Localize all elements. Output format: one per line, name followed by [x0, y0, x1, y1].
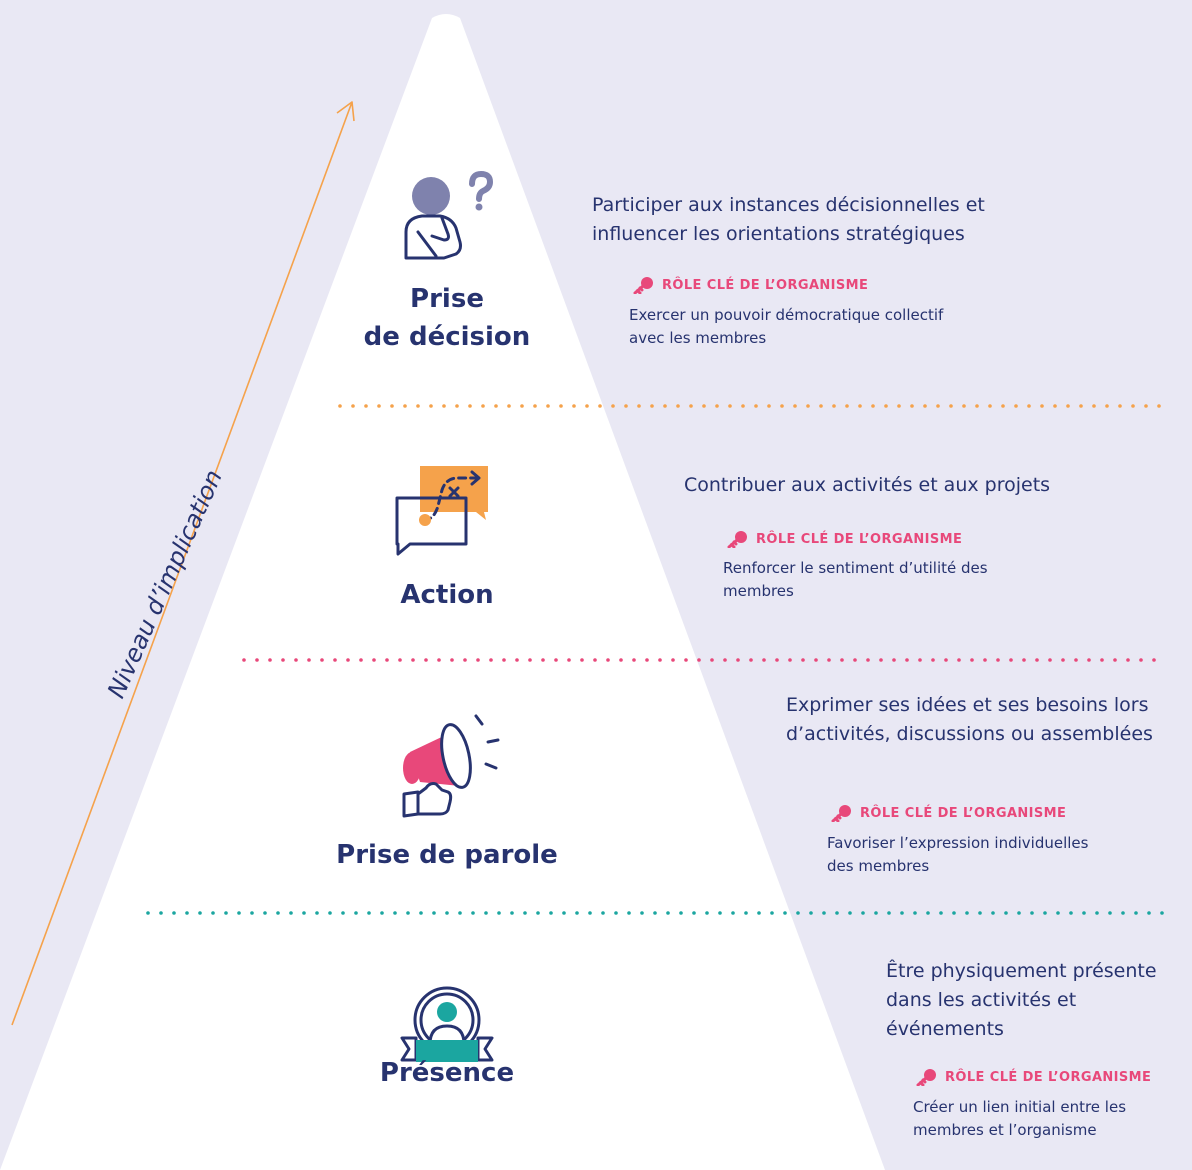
level-description: Participer aux instances décisionnelles …	[592, 194, 985, 245]
implication-arrow-head	[336, 101, 355, 122]
key-role-label: RÔLE CLÉ DE L’ORGANISME	[945, 1069, 1152, 1085]
key-role-heading: RÔLE CLÉ DE L’ORGANISME	[830, 804, 1066, 822]
level-title-prise-de-parole: Prise de parole	[336, 840, 558, 870]
chat-bubbles-path-icon	[395, 466, 488, 556]
level-description: Être physiquement présente dans les acti…	[886, 960, 1157, 1040]
key-role-heading: RÔLE CLÉ DE L’ORGANISME	[915, 1068, 1151, 1086]
key-role-text: Favoriser l’expression individuelles des…	[827, 834, 1089, 875]
key-role-heading: RÔLE CLÉ DE L’ORGANISME	[726, 530, 962, 548]
key-icon	[727, 531, 747, 548]
title-line-1: Prise	[410, 284, 484, 314]
level-title-prise-de-decision: Prise de décision	[317, 280, 577, 356]
key-role-label: RÔLE CLÉ DE L’ORGANISME	[662, 277, 869, 293]
level-title-action: Action	[400, 580, 494, 610]
key-icon	[831, 805, 851, 822]
key-role-text: Exercer un pouvoir démocratique collecti…	[629, 306, 944, 347]
title-line-2: de décision	[363, 322, 531, 352]
level-description: Contribuer aux activités et aux projets	[684, 474, 1051, 496]
thinking-person-icon	[404, 170, 494, 260]
key-icon	[633, 277, 653, 294]
megaphone-icon	[402, 714, 500, 818]
key-role-label: RÔLE CLÉ DE L’ORGANISME	[756, 531, 963, 547]
level-title-presence: Présence	[379, 1058, 515, 1088]
level-description: Exprimer ses idées et ses besoins lors d…	[786, 694, 1153, 745]
key-role-label: RÔLE CLÉ DE L’ORGANISME	[860, 805, 1067, 821]
pyramid-shape	[0, 14, 885, 1170]
key-role-text: Renforcer le sentiment d’utilité des mem…	[723, 559, 988, 600]
person-badge-icon	[400, 986, 494, 1062]
key-icon	[916, 1069, 936, 1086]
key-role-heading: RÔLE CLÉ DE L’ORGANISME	[632, 276, 868, 294]
key-role-text: Créer un lien initial entre les membres …	[913, 1098, 1127, 1139]
implication-arrow-line	[11, 101, 353, 1026]
